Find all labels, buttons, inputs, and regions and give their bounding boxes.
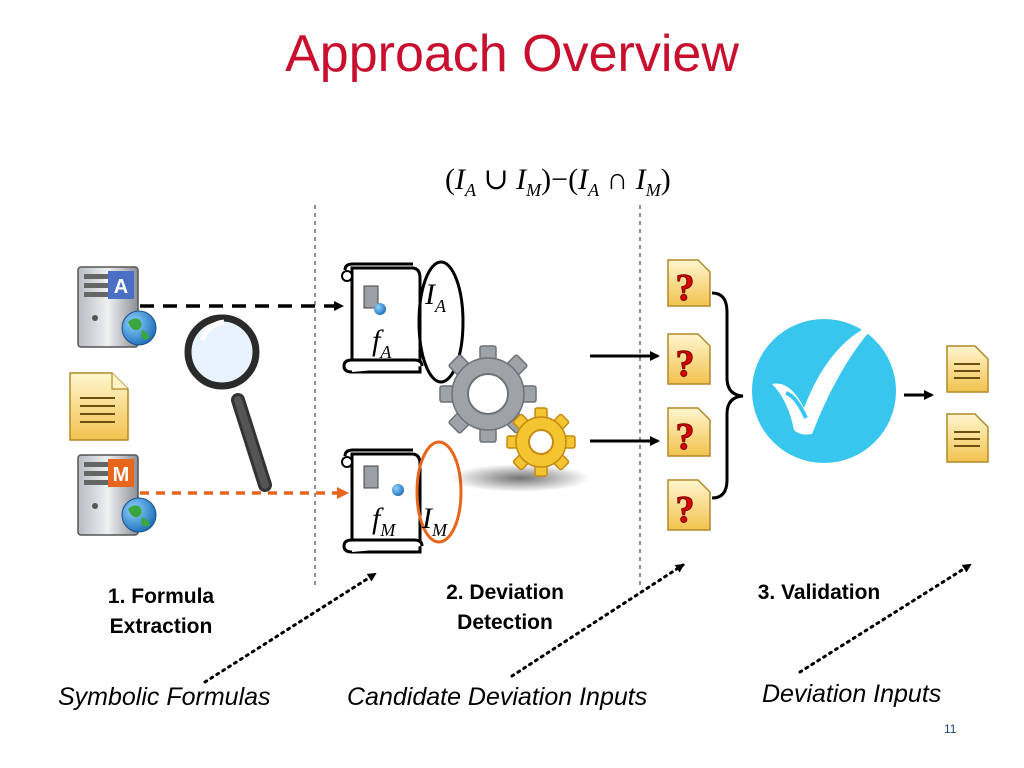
question-document-icon: ? (667, 259, 711, 310)
set-formula: (IA ∪ IM)−(IA ∩ IM) (445, 163, 671, 200)
document-icon (946, 345, 989, 393)
question-document-icon: ? (667, 333, 711, 386)
step-deviation-detection: 2. Deviation Detection (446, 581, 564, 634)
scroll-icon (341, 262, 424, 374)
question-document-icon: ? (667, 407, 711, 459)
step-formula-extraction: 1. Formula Extraction (107, 585, 215, 638)
i-m-ellipse (415, 440, 463, 544)
svg-text:?: ? (676, 416, 695, 458)
question-document-icon: ? (667, 479, 711, 532)
svg-text:?: ? (676, 489, 695, 531)
checkmark-icon (752, 319, 896, 463)
page-number: 11 (944, 722, 957, 736)
slide-title: Approach Overview (285, 25, 739, 83)
server-m-label: M (113, 464, 130, 486)
svg-text:?: ? (676, 267, 695, 309)
caption-candidate-deviation-inputs: Candidate Deviation Inputs (347, 683, 648, 711)
server-m-icon: M (77, 454, 157, 536)
pointer-deviation (798, 563, 972, 674)
document-icon (69, 372, 129, 441)
i-a-ellipse (417, 260, 465, 384)
i-m-label: IM (421, 502, 448, 540)
magnifier-icon (184, 314, 272, 492)
server-a-icon: A (77, 266, 157, 348)
svg-text:?: ? (676, 343, 695, 385)
step-validation: 3. Validation (757, 581, 881, 604)
pointer-symbolic (203, 572, 377, 684)
pointer-candidate (510, 563, 685, 678)
scroll-icon (341, 448, 424, 554)
caption-deviation-inputs: Deviation Inputs (762, 680, 942, 708)
gear-icon (439, 345, 590, 492)
brace (711, 291, 744, 500)
server-a-label: A (114, 276, 128, 298)
document-icon (946, 413, 989, 463)
i-a-label: IA (424, 278, 447, 316)
caption-symbolic-formulas: Symbolic Formulas (58, 683, 271, 711)
